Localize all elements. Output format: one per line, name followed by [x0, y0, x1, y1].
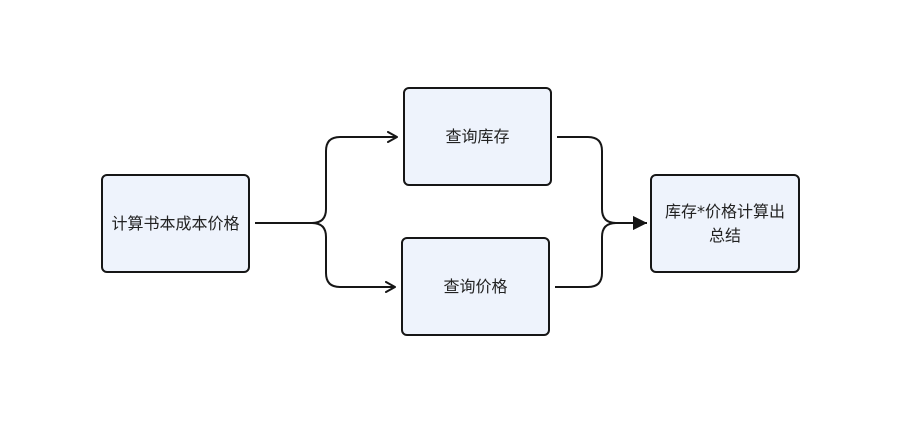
edge-calc-cost-to-query-stock [255, 131, 398, 224]
node-calc-book-cost-price-label: 计算书本成本价格 [111, 213, 240, 233]
node-query-stock-label: 查询库存 [445, 126, 510, 146]
node-query-price-label: 查询价格 [443, 276, 508, 296]
edge-calc-cost-to-query-price [255, 222, 396, 293]
node-query-stock[interactable]: 查询库存 [403, 87, 552, 186]
node-stock-times-price-summary[interactable]: 库存*价格计算出总结 [650, 174, 800, 273]
node-query-price[interactable]: 查询价格 [401, 237, 550, 336]
edge-query-stock-to-summary [557, 136, 647, 230]
node-calc-book-cost-price[interactable]: 计算书本成本价格 [101, 174, 250, 273]
node-stock-times-price-summary-label: 库存*价格计算出总结 [664, 201, 785, 245]
edge-query-price-to-summary [555, 216, 647, 288]
